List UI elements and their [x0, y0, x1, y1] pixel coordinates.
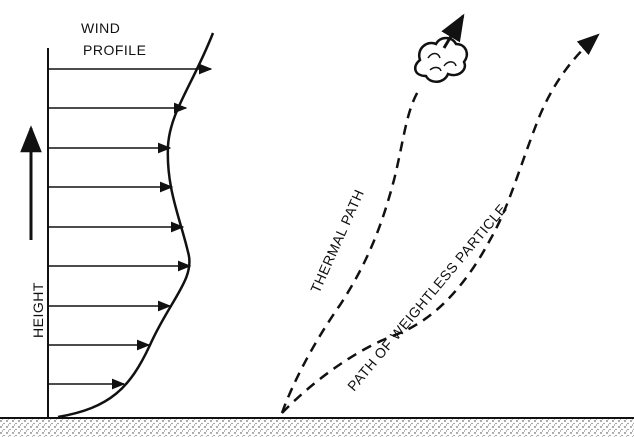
- thermal-path-label: THERMAL PATH: [307, 187, 367, 295]
- thermal-cloud-icon: [413, 36, 468, 83]
- wind-profile-label-line1: WIND: [81, 20, 120, 36]
- thermal-path-line: [280, 87, 422, 414]
- particle-path-label: PATH OF WEIGHTLESS PARTICLE: [344, 201, 510, 394]
- ground-surface: [0, 418, 634, 437]
- height-label: HEIGHT: [30, 282, 46, 338]
- particle-path-line: [281, 33, 600, 414]
- thermal-up-arrow: [441, 13, 465, 49]
- wind-profile-label-line2: PROFILE: [83, 42, 146, 58]
- wind-profile-curve: [57, 32, 215, 419]
- wind-arrows: [48, 63, 213, 390]
